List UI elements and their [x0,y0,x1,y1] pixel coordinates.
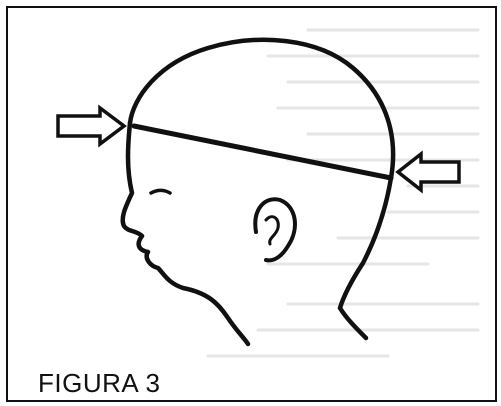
back-of-neck [340,308,366,338]
right-pointing-arrow-icon [58,108,124,144]
head-circumference-illustration [8,8,495,400]
ear-inner [266,217,278,244]
figure-frame: FIGURA 3 [6,6,497,402]
ear-outline [255,199,295,260]
baby-head-profile-icon [123,40,393,344]
figure-caption: FIGURA 3 [38,370,160,396]
face-profile [123,123,248,344]
eye-mark [151,190,170,193]
head-outline [130,40,393,308]
bleed-through-texture [208,30,478,356]
